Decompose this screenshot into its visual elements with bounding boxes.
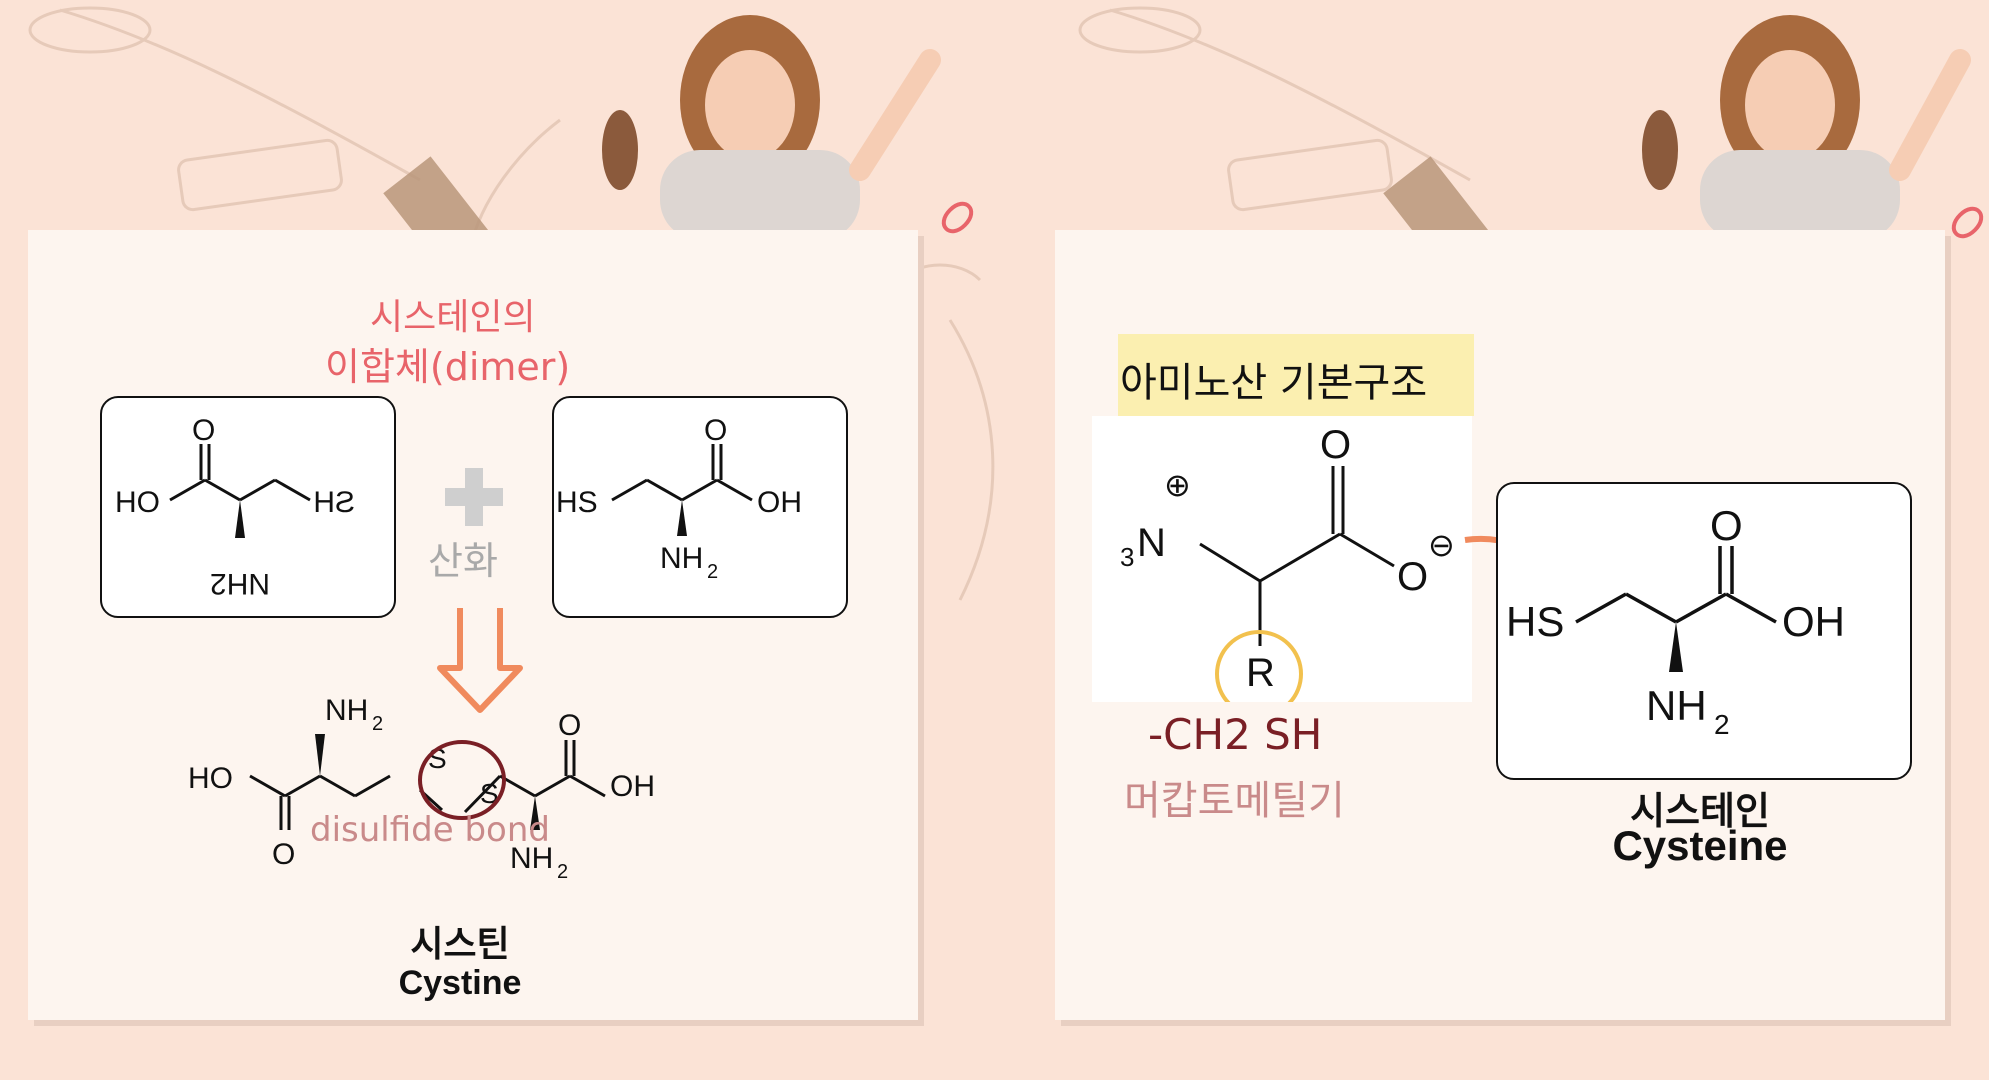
down-arrow-icon — [437, 608, 523, 713]
cystine-s2: S — [480, 778, 499, 809]
left-panel-scallop-edge — [28, 233, 918, 244]
cys-left-oh: OH — [757, 486, 802, 519]
cys-right-sub2: 2 — [1714, 709, 1730, 740]
cysteine-name-en: Cysteine — [1612, 822, 1788, 869]
cys-right-nh: NH — [1646, 682, 1707, 729]
amino-minus: ⊖ — [1428, 527, 1455, 563]
cystine-structure: NH 2 HO O S S O OH NH 2 — [188, 694, 655, 883]
cystine-nh-bottom: NH — [510, 842, 553, 875]
cys-left-hs: HS — [556, 486, 598, 519]
cys-left-o: O — [704, 414, 727, 447]
mirrored-cysteine-box — [100, 396, 396, 618]
cysteine-box-left-panel — [552, 396, 848, 618]
disulfide-label: disulfide bond — [310, 810, 550, 850]
cys-right-o: O — [1710, 502, 1743, 549]
cystine-o-bottom: O — [272, 838, 295, 871]
right-panel-scallop-edge — [1055, 233, 1945, 244]
r-group-circle — [1215, 630, 1303, 702]
mirrored-nh2: NH2 — [210, 567, 270, 600]
cystine-name-ko: 시스틴 — [410, 924, 510, 965]
cysteine-box-right-panel — [1496, 482, 1912, 780]
amino-n: N — [1137, 521, 1166, 565]
r-group-name: 머캅토메틸기 — [1124, 778, 1345, 824]
cys-right-hs: HS — [1506, 598, 1564, 645]
amino-sub3: 3 — [1120, 542, 1134, 572]
cystine-ho: HO — [188, 762, 233, 795]
amino-r: R — [1246, 651, 1275, 695]
cys-right-oh: OH — [1782, 598, 1845, 645]
scissors-sketch-left — [59, 8, 421, 182]
cystine-name-en: Cystine — [398, 964, 522, 1002]
cystine-sub2-top: 2 — [372, 713, 383, 735]
dimer-note-line1: 시스테인의 — [370, 297, 536, 338]
left-note-panel — [28, 230, 918, 1020]
cys-left-sub2: 2 — [707, 561, 718, 583]
cysteine-name-ko: 시스테인 — [1630, 789, 1770, 833]
amino-acid-base-structure: 3 N ⊕ O O ⊖ R — [1120, 423, 1455, 702]
cysteine-structure-right-panel: O HS OH NH 2 — [1506, 502, 1845, 740]
r-group-formula: -CH2 SH — [1148, 710, 1323, 759]
cysteine-structure-left-panel: O HS OH NH 2 — [556, 414, 802, 583]
woman-illustration-right — [1642, 15, 1984, 240]
cystine-nh-top: NH — [325, 694, 368, 727]
amino-acid-structure-card — [1092, 416, 1472, 702]
mirrored-ho: HO — [115, 486, 160, 519]
amino-acid-title-highlight — [1118, 334, 1474, 416]
oxidation-label: 산화 — [428, 539, 498, 583]
amino-o: O — [1320, 423, 1351, 467]
amino-plus: ⊕ — [1164, 467, 1191, 503]
disulfide-circle — [418, 740, 506, 820]
amino-o-minus: O — [1397, 555, 1428, 599]
cys-left-nh: NH — [660, 542, 703, 575]
amino-acid-title: 아미노산 기본구조 — [1120, 360, 1428, 406]
mirrored-sh: SH — [313, 486, 355, 519]
dimer-note-line2: 이합체(dimer) — [325, 345, 571, 389]
cystine-oh: OH — [610, 770, 655, 803]
mirrored-o: O — [192, 414, 215, 447]
plus-icon — [445, 468, 503, 526]
mirrored-cysteine-structure: O HO SH NH2 — [115, 414, 355, 600]
cystine-o-top: O — [558, 709, 581, 742]
cystine-sub2-bottom: 2 — [557, 861, 568, 883]
woman-illustration-left — [602, 15, 974, 240]
